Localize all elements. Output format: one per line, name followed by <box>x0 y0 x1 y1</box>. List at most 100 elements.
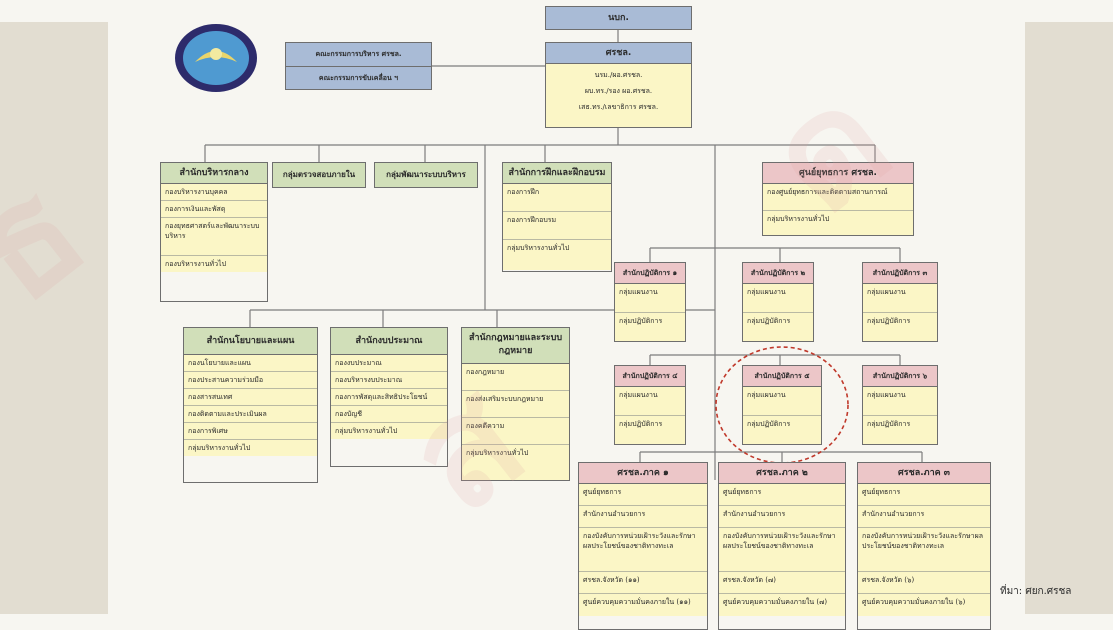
unit-row: สำนักงานอำนวยการ <box>719 506 845 528</box>
unit-title: ศูนย์ยุทธการ ศรชล. <box>763 163 913 184</box>
unit-title: กลุ่มตรวจสอบภายใน <box>273 163 365 187</box>
board-item: คณะกรรมการบริหาร ศรชล. <box>286 43 431 67</box>
unit-title: กลุ่มพัฒนาระบบบริหาร <box>375 163 477 187</box>
unit-row: กองนโยบายและแผน <box>184 355 317 372</box>
unit-row: กองคดีความ <box>462 418 569 445</box>
unit-row: กลุ่มแผนงาน <box>863 284 937 313</box>
unit-row: กลุ่มบริหารงานทั่วไป <box>331 423 447 439</box>
unit-row: กองงบประมาณ <box>331 355 447 372</box>
unit-row: ศูนย์ยุทธการ <box>579 484 707 506</box>
unit-title: สำนักการฝึกและฝึกอบรม <box>503 163 611 184</box>
training-office-box: สำนักการฝึกและฝึกอบรม กองการฝึก กองการฝึ… <box>502 162 612 272</box>
unit-row: ศรชล.จังหวัด (๗) <box>719 572 845 594</box>
unit-row: กลุ่มบริหารงานทั่วไป <box>184 440 317 456</box>
command-line: ผบ.ทร./รอง ผอ.ศรชล. <box>546 83 691 99</box>
unit-row: กลุ่มแผนงาน <box>615 387 685 416</box>
budget-office-box: สำนักงบประมาณ กองงบประมาณ กองบริหารงบประ… <box>330 327 448 467</box>
region-3-box: ศรชล.ภาค ๓ ศูนย์ยุทธการ สำนักงานอำนวยการ… <box>857 462 991 630</box>
unit-row: กองติดตามและประเมินผล <box>184 406 317 423</box>
unit-row: กลุ่มบริหารงานทั่วไป <box>462 445 569 480</box>
left-side-panel <box>0 22 108 614</box>
unit-row: กลุ่มปฏิบัติการ <box>863 416 937 444</box>
command-box: ศรชล. นรม./ผอ.ศรชล. ผบ.ทร./รอง ผอ.ศรชล. … <box>545 42 692 128</box>
command-line: เสธ.ทร./เลขาธิการ ศรชล. <box>546 99 691 127</box>
top-box-label: นบก. <box>546 7 691 29</box>
operations-center-box: ศูนย์ยุทธการ ศรชล. กองศูนย์ยุทธการและติด… <box>762 162 914 236</box>
unit-row: ศูนย์ยุทธการ <box>719 484 845 506</box>
unit-title: สำนักงบประมาณ <box>331 328 447 355</box>
ops-office-1: สำนักปฏิบัติการ ๑ กลุ่มแผนงาน กลุ่มปฏิบั… <box>614 262 686 342</box>
unit-row: กลุ่มแผนงาน <box>615 284 685 313</box>
source-caption: ที่มา: ศยก.ศรชล <box>1000 586 1072 597</box>
unit-row: กองการฝึก <box>503 184 611 212</box>
unit-row: กองบริหารงานบุคคล <box>161 184 267 201</box>
unit-title: สำนักปฏิบัติการ ๒ <box>743 263 813 284</box>
unit-row: กองบังคับการหน่วยเฝ้าระวังและรักษาผลประโ… <box>858 528 990 572</box>
ops-office-5: สำนักปฏิบัติการ ๕ กลุ่มแผนงาน กลุ่มปฏิบั… <box>742 365 822 445</box>
command-line: นรม./ผอ.ศรชล. <box>546 64 691 83</box>
unit-row: กองบัญชี <box>331 406 447 423</box>
unit-row: ศรชล.จังหวัด (๑๑) <box>579 572 707 594</box>
unit-title: สำนักปฏิบัติการ ๕ <box>743 366 821 387</box>
unit-row: ศูนย์ยุทธการ <box>858 484 990 506</box>
ops-office-4: สำนักปฏิบัติการ ๔ กลุ่มแผนงาน กลุ่มปฏิบั… <box>614 365 686 445</box>
admin-office-box: สำนักบริหารกลาง กองบริหารงานบุคคล กองการ… <box>160 162 268 302</box>
top-box: นบก. <box>545 6 692 30</box>
unit-title: ศรชล.ภาค ๒ <box>719 463 845 484</box>
ops-office-2: สำนักปฏิบัติการ ๒ กลุ่มแผนงาน กลุ่มปฏิบั… <box>742 262 814 342</box>
unit-row: ศูนย์ควบคุมความมั่นคงภายใน (๖) <box>858 594 990 616</box>
command-title: ศรชล. <box>546 43 691 64</box>
legal-office-box: สำนักกฎหมายและระบบกฎหมาย กองกฎหมาย กองส่… <box>461 327 570 481</box>
unit-title: สำนักบริหารกลาง <box>161 163 267 184</box>
unit-row: กองศูนย์ยุทธการและติดตามสถานการณ์ <box>763 184 913 211</box>
unit-row: กองบริหารงานทั่วไป <box>161 256 267 272</box>
admin-dev-box: กลุ่มพัฒนาระบบบริหาร <box>374 162 478 188</box>
unit-title: สำนักปฏิบัติการ ๓ <box>863 263 937 284</box>
unit-row: กลุ่มปฏิบัติการ <box>615 416 685 444</box>
unit-row: กลุ่มบริหารงานทั่วไป <box>763 211 913 235</box>
unit-row: กลุ่มปฏิบัติการ <box>863 313 937 341</box>
unit-title: สำนักกฎหมายและระบบกฎหมาย <box>462 328 569 364</box>
unit-row: ศรชล.จังหวัด (๖) <box>858 572 990 594</box>
unit-row: กลุ่มแผนงาน <box>743 284 813 313</box>
policy-plan-box: สำนักนโยบายและแผน กองนโยบายและแผน กองประ… <box>183 327 318 483</box>
unit-row: กองกฎหมาย <box>462 364 569 391</box>
region-1-box: ศรชล.ภาค ๑ ศูนย์ยุทธการ สำนักงานอำนวยการ… <box>578 462 708 630</box>
unit-row: สำนักงานอำนวยการ <box>858 506 990 528</box>
unit-title: สำนักปฏิบัติการ ๑ <box>615 263 685 284</box>
unit-row: ศูนย์ควบคุมความมั่นคงภายใน (๗) <box>719 594 845 616</box>
unit-row: กลุ่มแผนงาน <box>743 387 821 416</box>
unit-row: กองยุทธศาสตร์และพัฒนาระบบบริหาร <box>161 218 267 256</box>
unit-title: สำนักนโยบายและแผน <box>184 328 317 355</box>
unit-title: สำนักปฏิบัติการ ๔ <box>615 366 685 387</box>
unit-row: กลุ่มปฏิบัติการ <box>615 313 685 341</box>
region-2-box: ศรชล.ภาค ๒ ศูนย์ยุทธการ สำนักงานอำนวยการ… <box>718 462 846 630</box>
unit-row: กองบังคับการหน่วยเฝ้าระวังและรักษาผลประโ… <box>719 528 845 572</box>
unit-row: กลุ่มปฏิบัติการ <box>743 416 821 444</box>
ops-office-6: สำนักปฏิบัติการ ๖ กลุ่มแผนงาน กลุ่มปฏิบั… <box>862 365 938 445</box>
organization-logo <box>173 22 259 94</box>
unit-title: ศรชล.ภาค ๓ <box>858 463 990 484</box>
emblem-icon <box>175 24 257 92</box>
unit-row: กองการฝึกอบรม <box>503 212 611 240</box>
unit-title: ศรชล.ภาค ๑ <box>579 463 707 484</box>
unit-row: สำนักงานอำนวยการ <box>579 506 707 528</box>
unit-row: กองบริหารงบประมาณ <box>331 372 447 389</box>
unit-row: กองการเงินและพัสดุ <box>161 201 267 218</box>
boards-box: คณะกรรมการบริหาร ศรชล. คณะกรรมการขับเคลื… <box>285 42 432 90</box>
highlight-circle <box>715 346 849 464</box>
internal-audit-box: กลุ่มตรวจสอบภายใน <box>272 162 366 188</box>
unit-row: กลุ่มปฏิบัติการ <box>743 313 813 341</box>
board-item: คณะกรรมการขับเคลื่อน ฯ <box>286 67 431 89</box>
unit-row: กองการพิเศษ <box>184 423 317 440</box>
ops-office-3: สำนักปฏิบัติการ ๓ กลุ่มแผนงาน กลุ่มปฏิบั… <box>862 262 938 342</box>
unit-row: กองการพัสดุและสิทธิประโยชน์ <box>331 389 447 406</box>
right-side-panel <box>1025 22 1113 614</box>
unit-row: กลุ่มบริหารงานทั่วไป <box>503 240 611 270</box>
unit-row: กองสารสนเทศ <box>184 389 317 406</box>
unit-row: กองประสานความร่วมมือ <box>184 372 317 389</box>
unit-row: กองบังคับการหน่วยเฝ้าระวังและรักษาผลประโ… <box>579 528 707 572</box>
unit-row: กลุ่มแผนงาน <box>863 387 937 416</box>
unit-title: สำนักปฏิบัติการ ๖ <box>863 366 937 387</box>
